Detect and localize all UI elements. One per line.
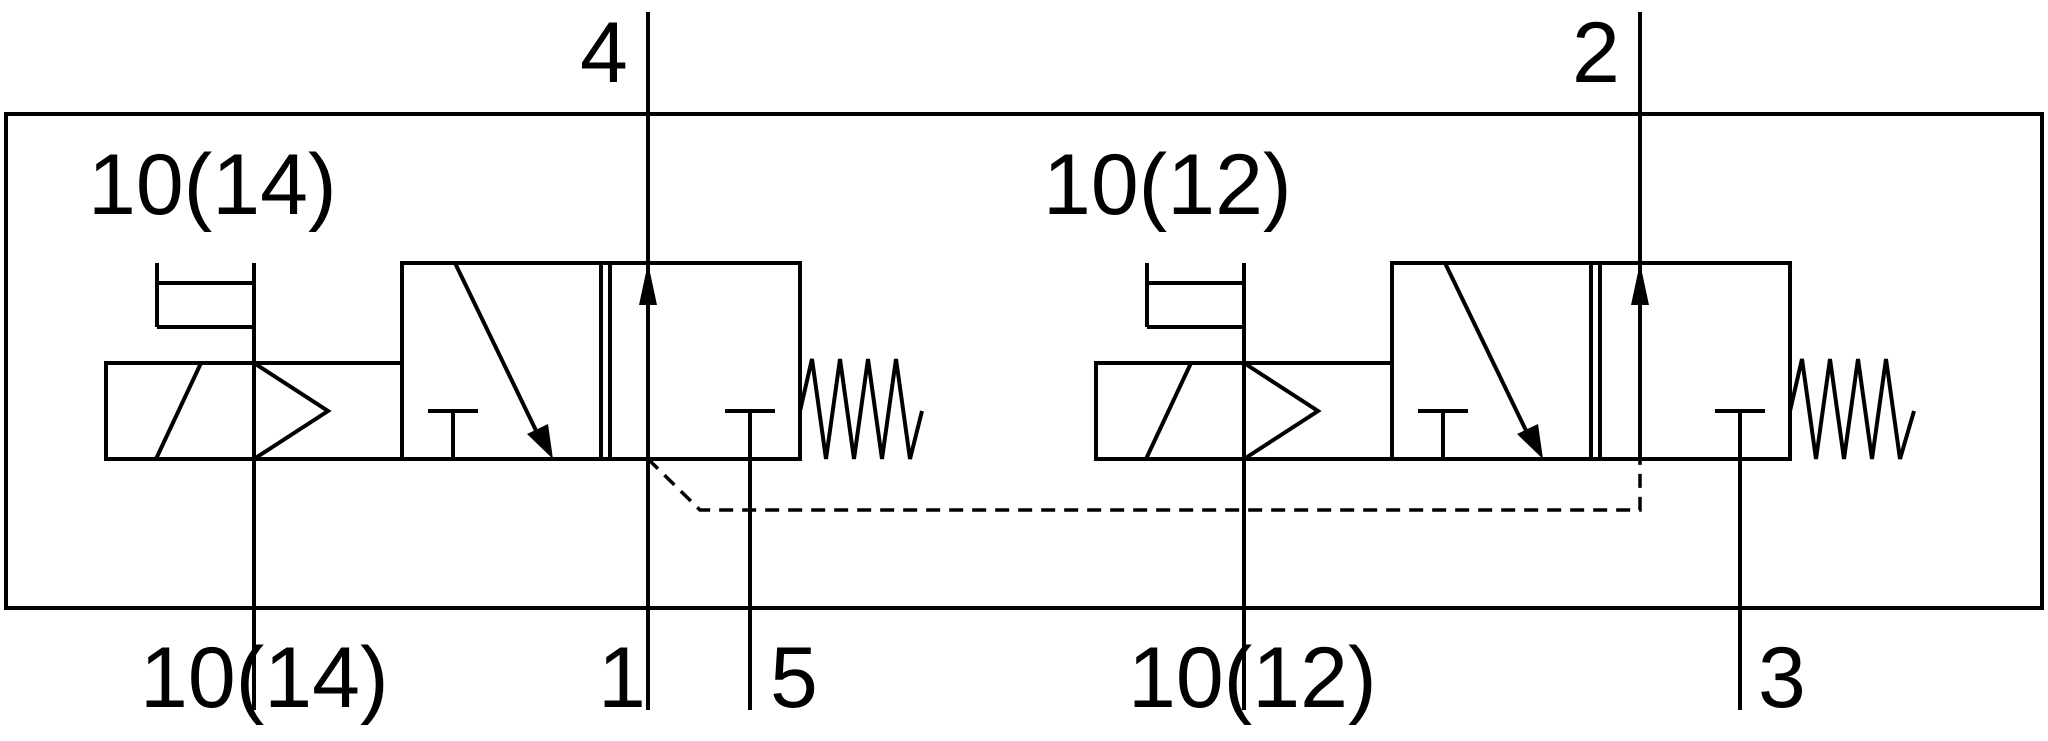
- left-up-arrow-icon: [639, 263, 657, 305]
- left-manual-override-icon: [155, 263, 256, 363]
- left-solenoid-coil-slash: [154, 362, 203, 460]
- left-valve-position-b: [599, 261, 802, 461]
- right-diagonal-arrow-icon: [1517, 424, 1543, 459]
- left-spring-icon: [798, 358, 924, 460]
- port-3-label: 3: [1758, 630, 1806, 726]
- right-pilot-triangle-icon: [1242, 361, 1322, 461]
- right-solenoid-coil-slash: [1144, 362, 1193, 460]
- left-diagonal-flow-line: [453, 262, 545, 446]
- left-diagonal-arrow-icon: [527, 424, 553, 459]
- right-valve: [1094, 12, 1916, 710]
- right-diagonal-flow-line: [1443, 262, 1535, 446]
- pilot-right-bottom-label: 10(12): [1128, 630, 1377, 726]
- left-blocked-port-icon-b: [725, 409, 775, 710]
- right-blocked-port-icon-b: [1715, 409, 1765, 710]
- port-1-label: 1: [598, 630, 646, 726]
- right-blocked-port-icon-a: [1418, 409, 1468, 459]
- right-up-arrow-icon: [1631, 263, 1649, 305]
- pilot-left-top-label: 10(14): [88, 137, 337, 233]
- pilot-left-bottom-label: 10(14): [140, 630, 389, 726]
- left-pilot-triangle-icon: [252, 361, 332, 461]
- pilot-right-top-label: 10(12): [1043, 137, 1292, 233]
- left-blocked-port-icon-a: [428, 409, 478, 459]
- port-5-label: 5: [770, 630, 818, 726]
- right-manual-override-icon: [1145, 263, 1246, 363]
- valve-housing-outline: [4, 112, 2044, 610]
- right-valve-position-b: [1589, 261, 1792, 461]
- left-valve: [104, 12, 924, 710]
- port-2-label: 2: [1572, 5, 1620, 101]
- internal-pilot-dashed-line: [646, 457, 1642, 512]
- port-4-label: 4: [580, 5, 628, 101]
- right-spring-icon: [1788, 358, 1916, 460]
